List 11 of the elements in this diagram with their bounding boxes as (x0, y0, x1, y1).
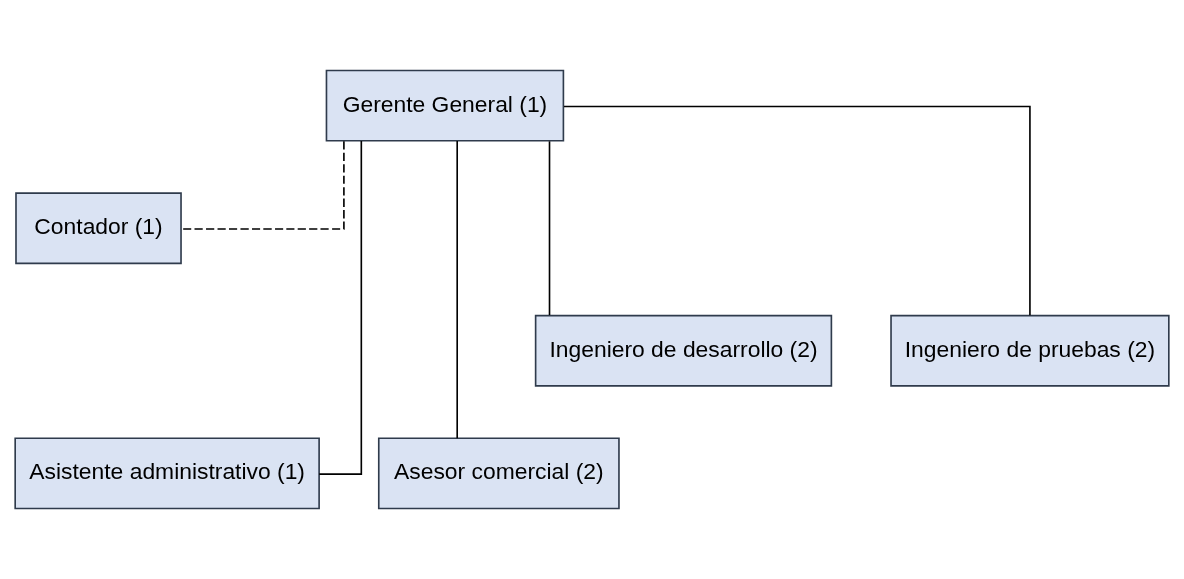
node-box: Contador (1) (15, 192, 182, 265)
node-box: Asesor comercial (2) (377, 437, 620, 510)
connector (548, 140, 551, 316)
connector (180, 140, 345, 230)
node-box: Gerente General (1) (325, 69, 565, 142)
connector (456, 140, 458, 439)
connector (318, 140, 363, 475)
node-box: Ingeniero de desarrollo (2) (534, 314, 833, 387)
connector (563, 105, 1031, 317)
node-box: Ingeniero de pruebas (2) (890, 314, 1170, 387)
node-box: Asistente administrativo (1) (14, 437, 320, 510)
